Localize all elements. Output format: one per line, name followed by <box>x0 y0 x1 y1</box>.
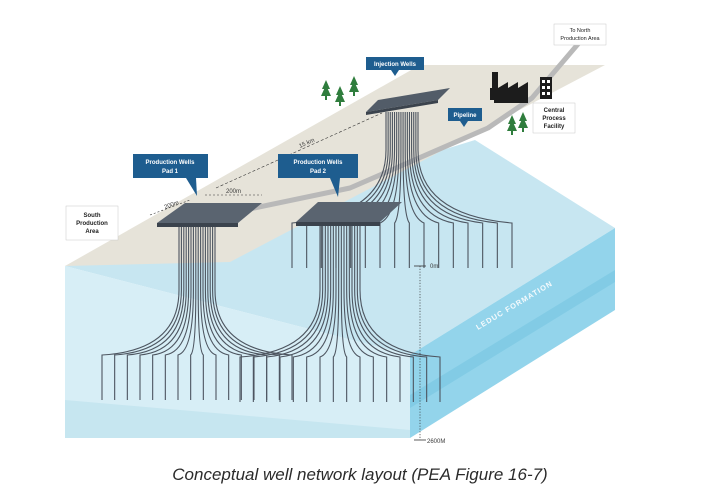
svg-text:Facility: Facility <box>544 124 565 130</box>
well-bore <box>408 112 454 268</box>
office-building-icon <box>540 77 552 99</box>
formation-front-band <box>65 400 410 438</box>
well-bore <box>114 226 182 400</box>
well-bore <box>319 225 337 402</box>
svg-text:Production: Production <box>76 221 108 227</box>
tree-icon <box>321 80 331 100</box>
well-bore <box>239 225 321 402</box>
well-bore <box>279 225 329 402</box>
distance-label-200m-a: 200m <box>164 200 180 211</box>
well-bore <box>417 112 513 268</box>
production-well-pad-2 <box>296 202 402 222</box>
well-bore <box>190 226 197 400</box>
production-wells-pad2-callout: Production Wells Pad 2 <box>278 154 358 197</box>
svg-text:Production Area: Production Area <box>560 36 600 42</box>
well-bore <box>200 226 217 400</box>
factory-icon <box>490 72 528 103</box>
well-bore <box>351 225 401 402</box>
distance-label-200m-b: 200m <box>226 189 241 195</box>
svg-text:Central: Central <box>544 108 565 114</box>
well-bore <box>346 225 374 402</box>
tree-icon <box>507 115 517 135</box>
well-bore <box>177 226 194 400</box>
south-production-area-label: South Production Area <box>65 205 119 241</box>
well-bore <box>343 225 361 402</box>
well-bore <box>402 112 410 268</box>
central-process-facility-label: Central Process Facility <box>532 102 576 134</box>
well-bore <box>152 226 190 400</box>
injection-well-pad-edge <box>366 100 438 115</box>
distance-line-200m-a <box>149 199 191 216</box>
well-bore <box>101 226 180 400</box>
svg-text:To North: To North <box>570 28 591 34</box>
well-bore <box>411 112 469 268</box>
well-bore <box>404 112 425 268</box>
well-bore <box>139 226 187 400</box>
well-bore <box>413 112 484 268</box>
svg-text:Production Wells: Production Wells <box>146 160 196 166</box>
well-bore <box>204 226 242 400</box>
svg-text:South: South <box>84 213 101 219</box>
distance-line-15km <box>215 112 383 189</box>
svg-text:Area: Area <box>85 229 99 235</box>
pipeline-callout: Pipeline <box>448 108 482 127</box>
well-bore <box>252 225 324 402</box>
well-bore <box>164 226 192 400</box>
well-bore <box>202 226 230 400</box>
well-bore <box>356 225 428 402</box>
svg-text:Process: Process <box>542 116 566 122</box>
svg-text:Pad 2: Pad 2 <box>310 169 327 175</box>
well-bore <box>306 225 334 402</box>
to-north-production-area-label: To North Production Area <box>553 23 607 46</box>
depth-label-bottom: 2600M <box>427 439 445 445</box>
depth-label-top: 0m <box>430 264 438 270</box>
well-bore <box>359 225 441 402</box>
injection-wells-callout: Injection Wells <box>366 57 424 76</box>
well-bore <box>406 112 440 268</box>
production-well-pad-1 <box>157 203 262 223</box>
production-well-pad-2-edge <box>296 222 380 226</box>
well-bore <box>292 225 332 402</box>
well-bore <box>394 112 402 268</box>
figure-caption: Conceptual well network layout (PEA Figu… <box>172 465 548 484</box>
well-bore <box>340 225 348 402</box>
well-bore <box>348 225 388 402</box>
production-wells-pad1-callout: Production Wells Pad 1 <box>133 154 208 196</box>
formation-block-top <box>65 140 615 355</box>
well-bore <box>332 225 340 402</box>
well-bore <box>207 226 255 400</box>
tree-icon <box>335 86 345 106</box>
injection-well-pad <box>366 88 450 112</box>
well-bore <box>379 112 400 268</box>
well-bore <box>354 225 414 402</box>
tree-icon <box>518 112 528 132</box>
svg-text:Production Wells: Production Wells <box>294 160 344 166</box>
well-bore <box>415 112 498 268</box>
production-well-pad-1-edge <box>157 223 238 227</box>
tree-icon <box>349 76 359 96</box>
well-bore <box>197 226 204 400</box>
svg-text:Pipeline: Pipeline <box>453 113 477 119</box>
svg-text:Injection Wells: Injection Wells <box>374 62 417 68</box>
well-bore <box>266 225 326 402</box>
production-well-bundle-pad2 <box>239 225 441 402</box>
formation-side-band <box>410 270 615 408</box>
formation-block-front <box>65 266 410 438</box>
well-bore <box>126 226 185 400</box>
svg-text:Pad 1: Pad 1 <box>162 169 179 175</box>
